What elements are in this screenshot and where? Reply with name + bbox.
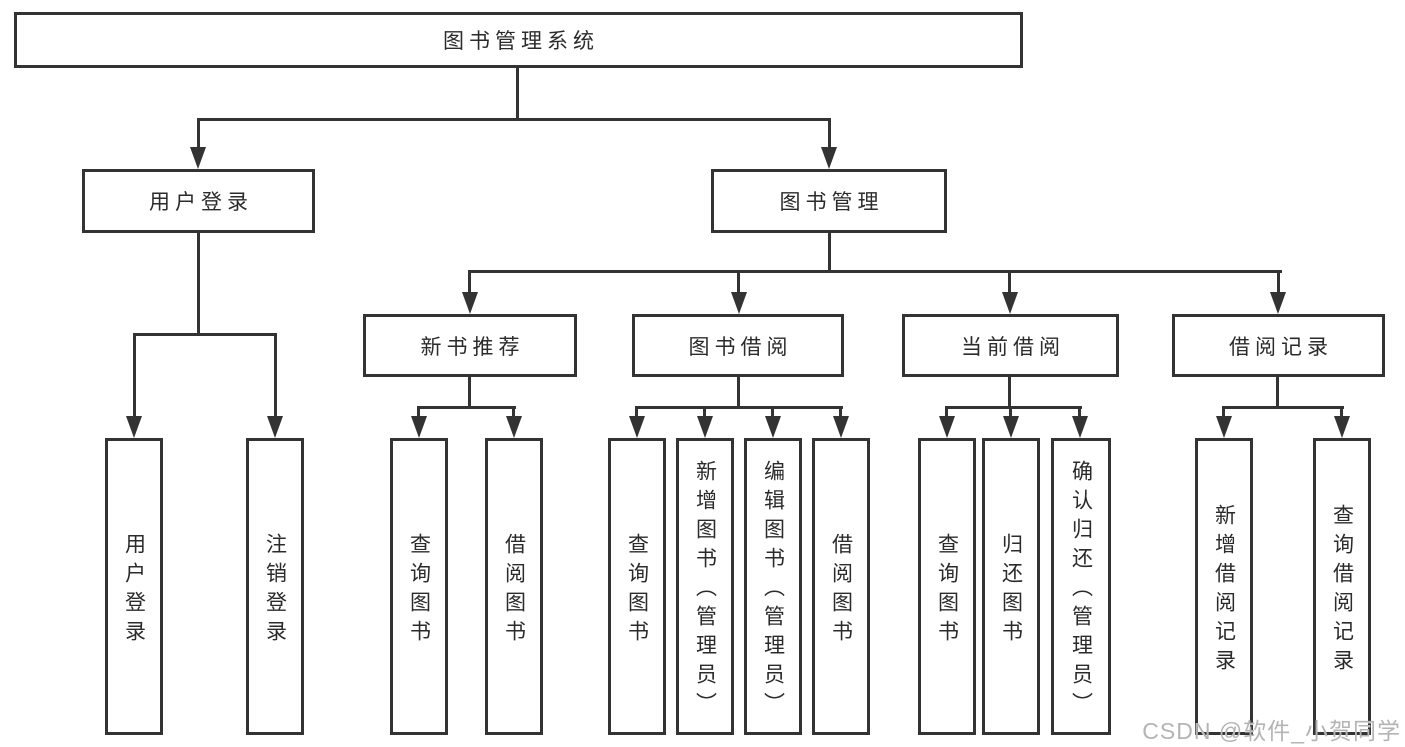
node-label: 用户登录	[122, 532, 146, 649]
connector-borrowing-stub-2	[703, 406, 706, 416]
node-add-borrow-record: 新增借阅记录	[1195, 438, 1253, 735]
node-label: 注销登录	[263, 532, 287, 649]
connector-bookmgmt-stub-4	[1277, 270, 1280, 292]
node-label: 借阅图书	[502, 532, 526, 649]
arrowhead-to-borrow-books-2	[833, 416, 849, 438]
node-label: 用户登录	[149, 191, 253, 214]
node-user-login: 用户登录	[105, 438, 163, 735]
arrowhead-to-book-management	[821, 147, 837, 169]
node-label: 确认归还（管理员）	[1069, 460, 1093, 721]
arrowhead-to-logout	[267, 416, 283, 438]
connector-borrowing-stub-4	[839, 406, 842, 416]
node-query-borrow-record: 查询借阅记录	[1313, 438, 1371, 735]
arrowhead-to-query-borrow-record	[1334, 416, 1350, 438]
node-label: 编辑图书（管理员）	[761, 460, 785, 721]
node-label: 当前借阅	[961, 335, 1065, 359]
node-query-books-1: 查询图书	[390, 438, 448, 735]
node-borrow-books-1: 借阅图书	[485, 438, 543, 735]
arrowhead-to-borrow-records	[1270, 292, 1286, 314]
connector-borrowing-vertical	[737, 377, 740, 408]
node-book-management: 图书管理	[711, 169, 947, 233]
node-return-book: 归还图书	[982, 438, 1040, 735]
arrowhead-to-query-books-1	[411, 416, 427, 438]
node-label: 查询借阅记录	[1330, 503, 1354, 678]
connector-borrowing-horizontal	[635, 406, 843, 409]
connector-current-stub-1	[945, 406, 948, 416]
node-label: 查询图书	[407, 532, 431, 649]
node-label: 新增借阅记录	[1212, 503, 1236, 678]
node-label: 借阅图书	[829, 532, 853, 649]
connector-records-stub-2	[1340, 406, 1343, 416]
connector-root-right-stub	[828, 118, 831, 147]
arrowhead-to-user-login	[126, 416, 142, 438]
connector-userlogin-horizontal	[133, 333, 277, 336]
node-label: 借阅记录	[1229, 335, 1333, 359]
node-query-books-3: 查询图书	[918, 438, 976, 735]
arrowhead-to-borrow-books-1	[506, 416, 522, 438]
connector-bookmgmt-vertical	[828, 233, 831, 272]
node-label: 图书借阅	[688, 335, 793, 359]
connector-root-horizontal	[197, 118, 831, 121]
node-label: 查询图书	[625, 532, 649, 649]
arrowhead-to-user-login-group	[190, 147, 206, 169]
node-book-borrowing: 图书借阅	[632, 314, 844, 377]
connector-bookmgmt-stub-2	[737, 270, 740, 292]
arrowhead-to-confirm-return	[1072, 416, 1088, 438]
connector-userlogin-vertical	[197, 233, 200, 335]
node-label: 新书推荐	[420, 335, 525, 359]
connector-records-stub-1	[1222, 406, 1225, 416]
connector-records-vertical	[1276, 377, 1279, 408]
connector-current-stub-3	[1078, 406, 1081, 416]
node-confirm-return-admin: 确认归还（管理员）	[1051, 438, 1111, 735]
node-label: 图书管理	[779, 191, 884, 214]
connector-current-vertical	[1008, 377, 1011, 408]
node-label: 图书管理系统	[443, 30, 599, 53]
connector-userlogin-left-stub	[133, 333, 136, 416]
arrowhead-to-current-borrowing	[1002, 292, 1018, 314]
connector-current-stub-2	[1009, 406, 1012, 416]
node-borrow-records: 借阅记录	[1172, 314, 1385, 377]
connector-userlogin-right-stub	[274, 333, 277, 416]
connector-newbook-vertical	[468, 377, 471, 408]
connector-borrowing-stub-1	[635, 406, 638, 416]
node-new-book-recommend: 新书推荐	[363, 314, 577, 377]
connector-bookmgmt-stub-1	[468, 270, 471, 292]
node-current-borrowing: 当前借阅	[902, 314, 1119, 377]
arrowhead-to-book-borrowing	[731, 292, 747, 314]
connector-newbook-stub-1	[417, 406, 420, 416]
arrowhead-to-query-books-3	[939, 416, 955, 438]
arrowhead-to-return-book	[1003, 416, 1019, 438]
arrowhead-to-new-book-recommend	[462, 292, 478, 314]
arrowhead-to-query-books-2	[629, 416, 645, 438]
arrowhead-to-add-borrow-record	[1216, 416, 1232, 438]
connector-borrowing-stub-3	[771, 406, 774, 416]
node-label: 归还图书	[999, 532, 1023, 649]
connector-current-horizontal	[945, 406, 1082, 409]
arrowhead-to-edit-book	[765, 416, 781, 438]
connector-newbook-stub-2	[512, 406, 515, 416]
connector-newbook-horizontal	[417, 406, 516, 409]
node-label: 新增图书（管理员）	[693, 460, 717, 721]
node-logout: 注销登录	[246, 438, 304, 735]
connector-bookmgmt-stub-3	[1008, 270, 1011, 292]
connector-records-horizontal	[1222, 406, 1344, 409]
node-library-management-system: 图书管理系统	[14, 12, 1023, 68]
node-borrow-books-2: 借阅图书	[812, 438, 870, 735]
node-label: 查询图书	[935, 532, 959, 649]
watermark-text: CSDN @软件_小贺同学	[1142, 718, 1401, 744]
connector-root-left-stub	[197, 118, 200, 147]
node-query-books-2: 查询图书	[608, 438, 666, 735]
node-edit-book-admin: 编辑图书（管理员）	[744, 438, 802, 735]
connector-root-vertical	[516, 68, 519, 121]
arrowhead-to-add-book	[697, 416, 713, 438]
node-add-book-admin: 新增图书（管理员）	[676, 438, 734, 735]
connector-bookmgmt-horizontal	[468, 270, 1282, 273]
node-user-login-group: 用户登录	[82, 169, 315, 233]
